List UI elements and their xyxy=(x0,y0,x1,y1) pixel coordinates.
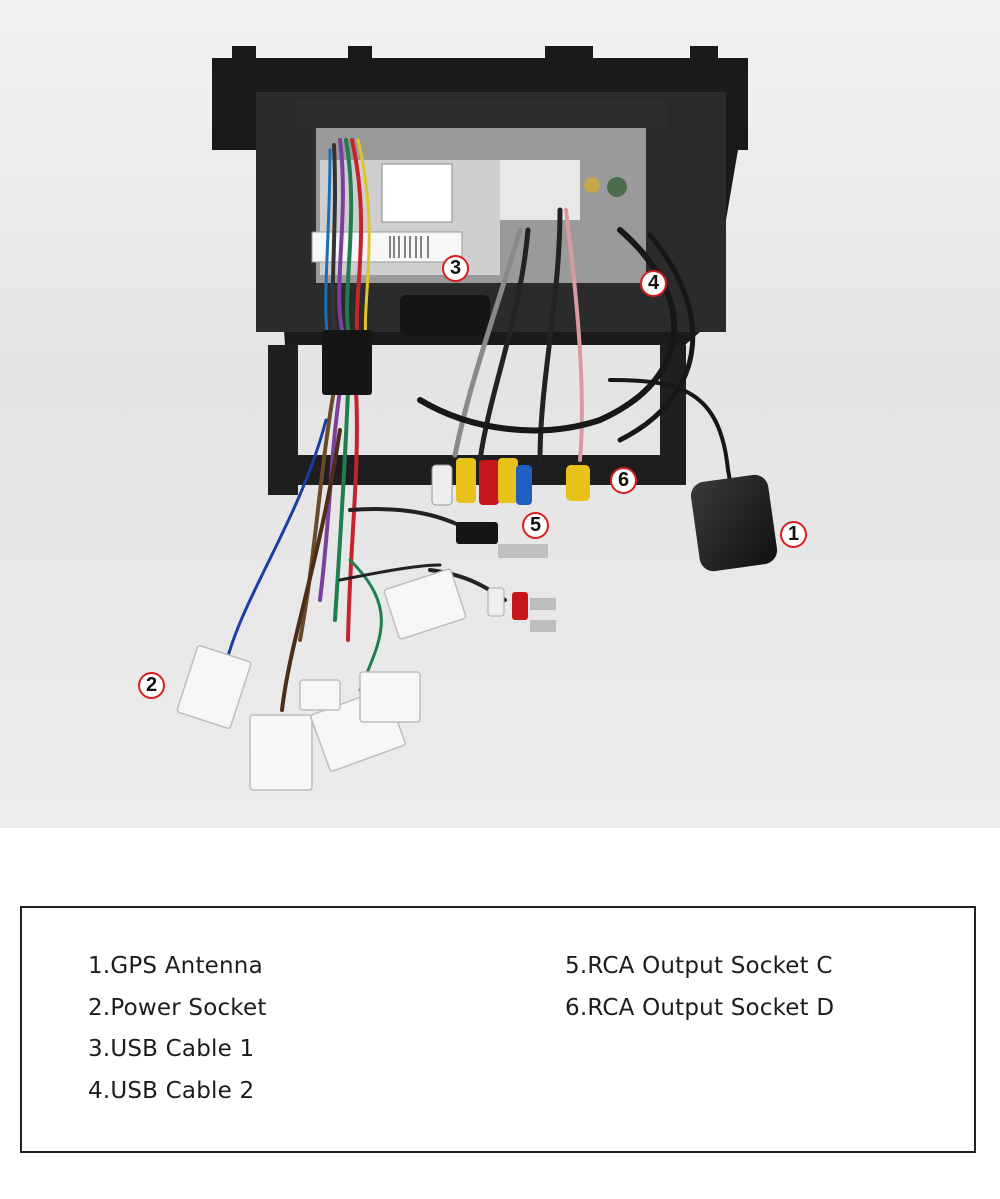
head-unit-wiring-illustration xyxy=(0,0,1000,828)
wiring-harness xyxy=(223,138,730,712)
white-connectors xyxy=(176,568,467,791)
main-harness-connector xyxy=(322,330,372,395)
legend-column-right: 5.RCA Output Socket C 6.RCA Output Socke… xyxy=(565,952,834,1035)
legend-item-rca-socket-d: 6.RCA Output Socket D xyxy=(565,994,835,1021)
callout-marker-1: 1 xyxy=(780,521,807,548)
legend-item-usb-cable-1: 3.USB Cable 1 xyxy=(88,1036,255,1062)
callout-marker-4: 4 xyxy=(640,270,667,297)
callout-marker-5: 5 xyxy=(522,512,549,539)
legend-item-power-socket: 2.Power Socket xyxy=(88,994,267,1021)
legend-item-rca-socket-c: 5.RCA Output Socket C xyxy=(565,953,833,979)
callout-marker-6: 6 xyxy=(610,467,637,494)
product-photo xyxy=(0,0,1000,828)
legend-item-gps-antenna: 1.GPS Antenna xyxy=(88,953,263,979)
legend-item-usb-cable-2: 4.USB Cable 2 xyxy=(88,1077,255,1104)
gps-antenna-puck xyxy=(690,469,778,572)
parts-legend-box: 1.GPS Antenna 2.Power Socket 3.USB Cable… xyxy=(20,906,976,1153)
legend-column-left: 1.GPS Antenna 2.Power Socket 3.USB Cable… xyxy=(88,952,267,1118)
callout-marker-2: 2 xyxy=(138,672,165,699)
callout-marker-3: 3 xyxy=(442,255,469,282)
rca-plug-cluster xyxy=(431,458,590,632)
